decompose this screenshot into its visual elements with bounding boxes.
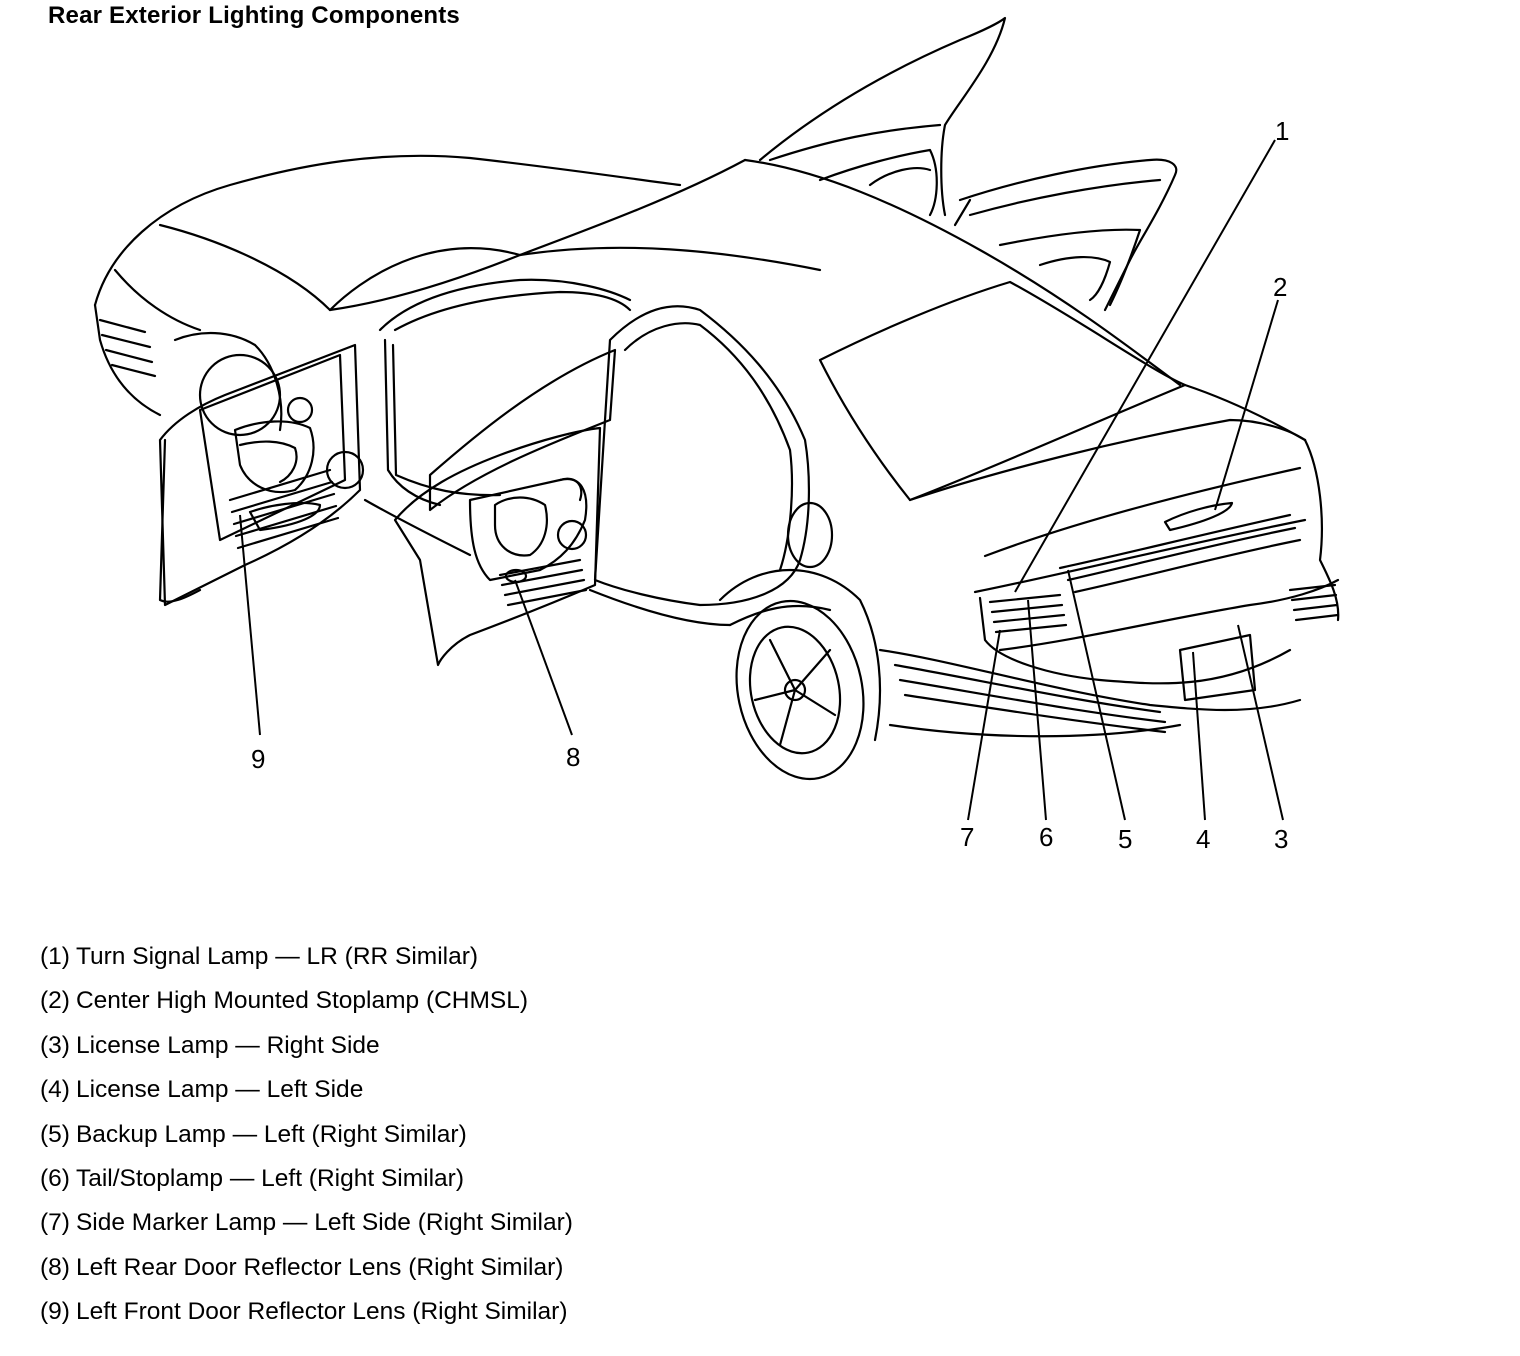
legend-text: Center High Mounted Stoplamp (CHMSL)	[75, 987, 529, 1015]
legend-text: Left Rear Door Reflector Lens (Right Sim…	[75, 1253, 564, 1281]
callout-4: 4	[1196, 824, 1210, 854]
callout-6: 6	[1039, 822, 1053, 852]
component-legend: (1)Turn Signal Lamp — LR (RR Similar) (2…	[40, 942, 573, 1342]
legend-text: Backup Lamp — Left (Right Similar)	[75, 1120, 467, 1148]
legend-number: (4)	[40, 1076, 70, 1104]
callout-3: 3	[1274, 824, 1288, 854]
legend-number: (1)	[40, 943, 70, 970]
callout-7: 7	[960, 822, 974, 852]
legend-text: Tail/Stoplamp — Left (Right Similar)	[75, 1164, 464, 1192]
callout-8: 8	[566, 742, 580, 772]
diagram-title: Rear Exterior Lighting Components	[48, 2, 460, 29]
legend-text: License Lamp — Left Side	[75, 1076, 364, 1104]
legend-item: (6)Tail/Stoplamp — Left (Right Similar)	[40, 1164, 573, 1208]
callout-1: 1	[1275, 116, 1289, 146]
callout-2: 2	[1273, 272, 1287, 302]
legend-number: (2)	[40, 987, 70, 1015]
callout-9: 9	[251, 744, 265, 774]
legend-item: (8)Left Rear Door Reflector Lens (Right …	[40, 1253, 573, 1297]
legend-text: Turn Signal Lamp — LR (RR Similar)	[75, 943, 479, 970]
legend-item: (2)Center High Mounted Stoplamp (CHMSL)	[40, 986, 573, 1030]
legend-number: (7)	[40, 1209, 70, 1237]
legend-item: (9)Left Front Door Reflector Lens (Right…	[40, 1297, 573, 1341]
car-illustration: 1 2 3 4 5 6 7 8 9	[93, 16, 1340, 854]
legend-number: (6)	[40, 1164, 70, 1192]
callout-5: 5	[1118, 824, 1132, 854]
callout-leaders	[239, 139, 1284, 821]
legend-number: (8)	[40, 1253, 70, 1281]
legend-text: Left Front Door Reflector Lens (Right Si…	[75, 1298, 568, 1326]
legend-number: (5)	[40, 1120, 70, 1148]
legend-number: (3)	[40, 1031, 70, 1059]
callout-numbers: 1 2 3 4 5 6 7 8 9	[251, 116, 1289, 854]
legend-item: (3)License Lamp — Right Side	[40, 1031, 573, 1075]
car-body-outline	[93, 16, 1340, 781]
legend-text: License Lamp — Right Side	[75, 1031, 380, 1059]
legend-number: (9)	[40, 1298, 70, 1326]
legend-item: (7)Side Marker Lamp — Left Side (Right S…	[40, 1208, 573, 1252]
legend-item: (1)Turn Signal Lamp — LR (RR Similar)	[40, 942, 573, 986]
legend-item: (4)License Lamp — Left Side	[40, 1075, 573, 1119]
legend-item: (5)Backup Lamp — Left (Right Similar)	[40, 1120, 573, 1164]
legend-text: Side Marker Lamp — Left Side (Right Simi…	[75, 1209, 573, 1237]
